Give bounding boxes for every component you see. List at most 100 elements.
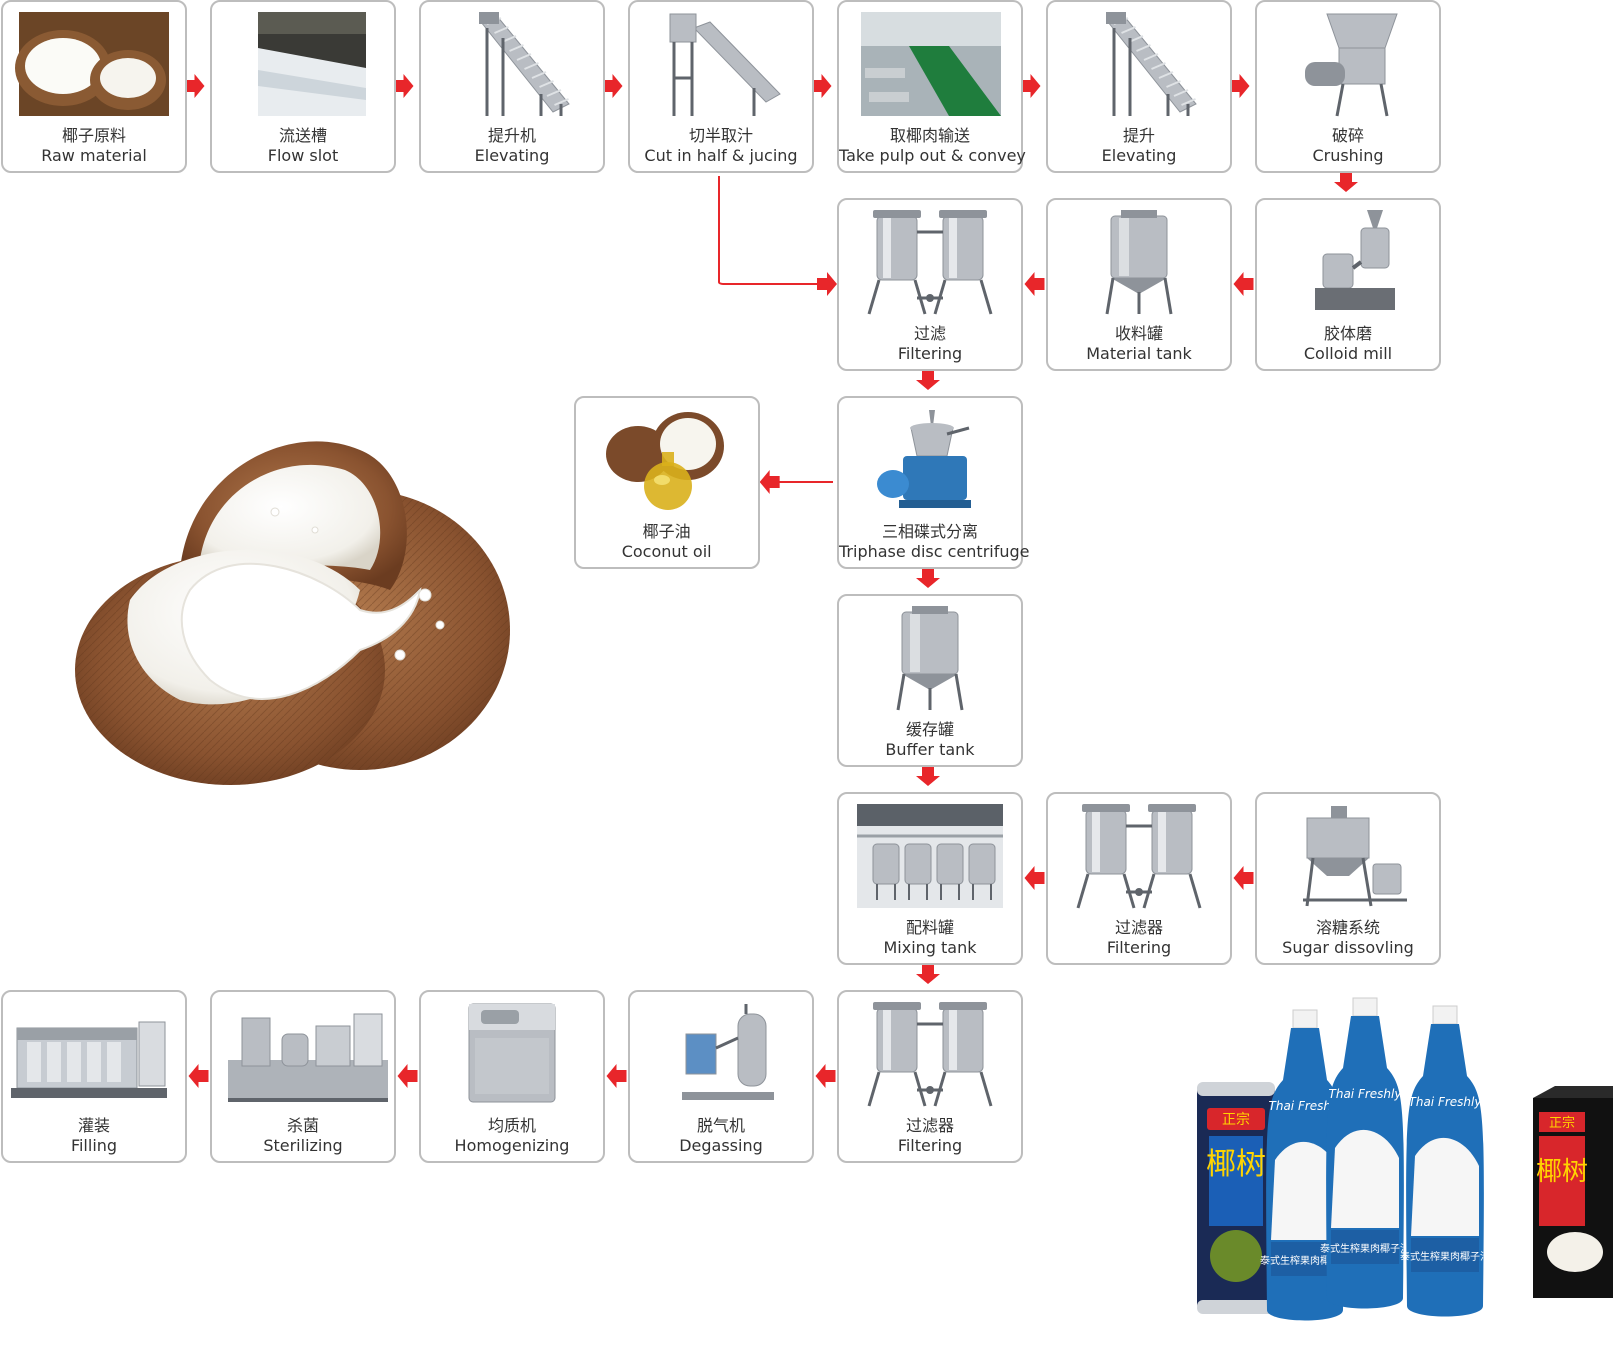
step-label-cn: 破碎: [1331, 126, 1364, 145]
flow-arrow-sugar-to-filt2: [1233, 866, 1254, 890]
bottle-cn-label: 泰式生榨果肉椰子汁: [1400, 1250, 1490, 1263]
step-label-en: Cut in half & jucing: [644, 146, 798, 165]
colloid-mill-icon: [1315, 210, 1395, 310]
step-label-en: Sugar dissovling: [1282, 938, 1414, 957]
twin-filter-icon: [867, 210, 993, 315]
step-label-cn: 灌装: [77, 1116, 110, 1135]
elevator-icon: [1106, 12, 1197, 116]
elevator-icon: [479, 12, 570, 116]
bottle-icon: Thai Freshly 泰式生榨果肉椰子汁: [1400, 1005, 1490, 1317]
bottle-title: Thai Freshly: [1329, 1087, 1403, 1101]
step-label-cn: 溶糖系统: [1315, 918, 1380, 937]
flow-arrow-crush-to-mill: [1334, 172, 1358, 192]
flow-slot-photo-icon: [258, 12, 366, 116]
flow-arrow-elev2-to-crush: [1229, 74, 1250, 98]
step-label-en: Colloid mill: [1303, 344, 1393, 363]
coconut-juice-products-icon: 正宗 椰树 Thai Freshly 泰式生榨果肉椰子汁 Thai Freshl…: [1197, 997, 1613, 1321]
process-step-cut: 切半取汁 Cut in half & jucing: [628, 0, 814, 173]
flow-arrow-steril-to-fill: [188, 1064, 209, 1088]
process-step-pulp: 取椰肉输送 Take pulp out & convey: [837, 0, 1026, 173]
step-label-cn: 胶体磨: [1323, 324, 1372, 343]
process-step-mill: 胶体磨 Colloid mill: [1255, 198, 1441, 371]
step-label-en: Crushing: [1312, 146, 1384, 165]
twin-filter-icon: [1076, 804, 1202, 909]
flow-arrow-cut-to-filt1: [817, 272, 837, 296]
step-label-cn: 提升机: [487, 126, 536, 145]
step-label-en: Coconut oil: [621, 542, 712, 561]
step-label-en: Buffer tank: [885, 740, 975, 759]
flow-arrow-centri-to-buffer: [916, 568, 940, 588]
flow-arrow-degas-to-homo: [606, 1064, 627, 1088]
step-label-en: Filtering: [1106, 938, 1172, 957]
flow-arrow-filt3-to-degas: [815, 1064, 836, 1088]
process-step-buffer: 缓存罐 Buffer tank: [837, 594, 1023, 767]
flow-arrow-mill-to-mtank: [1233, 272, 1254, 296]
flow-arrow-mix-to-filt3: [916, 964, 940, 984]
coconut-oil-icon: [605, 412, 724, 510]
homogenizer-icon: [468, 1003, 556, 1103]
process-step-elev2: 提升 Elevating: [1046, 0, 1232, 173]
flow-arrow-raw-to-flow: [184, 74, 205, 98]
process-step-homo: 均质机 Homogenizing: [419, 990, 605, 1163]
step-label-en: Material tank: [1086, 344, 1192, 363]
process-step-crush: 破碎 Crushing: [1255, 0, 1441, 173]
flow-arrow-filt2-to-mix: [1024, 866, 1045, 890]
step-label-cn: 椰子油: [642, 522, 691, 541]
step-label-cn: 缓存罐: [905, 720, 954, 739]
flow-arrow-cut-to-pulp: [811, 74, 832, 98]
flow-arrow-pulp-to-elev2: [1020, 74, 1041, 98]
conveyor-photo-icon: [861, 12, 1001, 116]
centrifuge-icon: [877, 410, 971, 508]
step-label-cn: 杀菌: [286, 1116, 319, 1135]
step-label-en: Filling: [70, 1136, 118, 1155]
step-label-cn: 过滤: [913, 324, 946, 343]
flow-arrow-mtank-to-filt1: [1024, 272, 1045, 296]
process-step-raw: 椰子原料 Raw material: [1, 0, 187, 173]
step-label-cn: 过滤器: [1114, 918, 1163, 937]
step-label-en: Filtering: [897, 1136, 963, 1155]
flow-arrow-flow-to-elev1: [393, 74, 414, 98]
tank-icon: [896, 606, 964, 711]
process-step-oil: 椰子油 Coconut oil: [573, 396, 760, 569]
box-brand: 椰树: [1536, 1157, 1588, 1187]
bottle-title: Thai Freshly: [1409, 1095, 1483, 1109]
step-label-cn: 配料罐: [905, 918, 954, 937]
degasser-icon: [682, 1004, 774, 1100]
bottle-icon: Thai Freshly 泰式生榨果肉椰子汁: [1320, 997, 1410, 1309]
step-label-cn: 过滤器: [905, 1116, 954, 1135]
twin-filter-icon: [867, 1002, 993, 1107]
step-label-en: Filtering: [897, 344, 963, 363]
step-label-en: Raw material: [41, 146, 147, 165]
step-label-en: Elevating: [1101, 146, 1177, 165]
process-step-filt2: 过滤器 Filtering: [1046, 792, 1232, 965]
step-label-en: Mixing tank: [883, 938, 977, 957]
step-label-cn: 提升: [1122, 126, 1155, 145]
step-label-cn: 椰子原料: [61, 126, 126, 145]
filling-machine-icon: [11, 1021, 167, 1098]
sterilizer-icon: [228, 1013, 388, 1102]
step-label-cn: 收料罐: [1114, 324, 1163, 343]
process-step-mtank: 收料罐 Material tank: [1046, 198, 1232, 371]
step-label-en: Sterilizing: [263, 1136, 343, 1155]
flow-arrow-homo-to-steril: [397, 1064, 418, 1088]
process-step-flow: 流送槽 Flow slot: [210, 0, 396, 173]
flow-arrow-cut-to-filt1-line: [718, 176, 817, 285]
process-step-filt3: 过滤器 Filtering: [837, 990, 1023, 1163]
box-badge: 正宗: [1549, 1115, 1575, 1131]
sugar-system-icon: [1303, 806, 1407, 907]
can-brand: 椰树: [1206, 1147, 1266, 1182]
step-label-cn: 脱气机: [696, 1116, 745, 1135]
step-label-en: Degassing: [679, 1136, 763, 1155]
can-icon: 正宗 椰树: [1197, 1082, 1275, 1314]
process-step-centri: 三相碟式分离 Triphase disc centrifuge: [837, 396, 1029, 569]
step-label-cn: 切半取汁: [688, 126, 753, 145]
step-label-en: Flow slot: [267, 146, 339, 165]
process-step-mix: 配料罐 Mixing tank: [837, 792, 1023, 965]
process-step-sugar: 溶糖系统 Sugar dissovling: [1255, 792, 1441, 965]
cutting-machine-icon: [669, 13, 781, 116]
process-step-filt1: 过滤 Filtering: [837, 198, 1023, 371]
flow-arrow-centri-to-oil: [759, 470, 780, 494]
juice-box-icon: 正宗 椰树: [1533, 1086, 1613, 1298]
